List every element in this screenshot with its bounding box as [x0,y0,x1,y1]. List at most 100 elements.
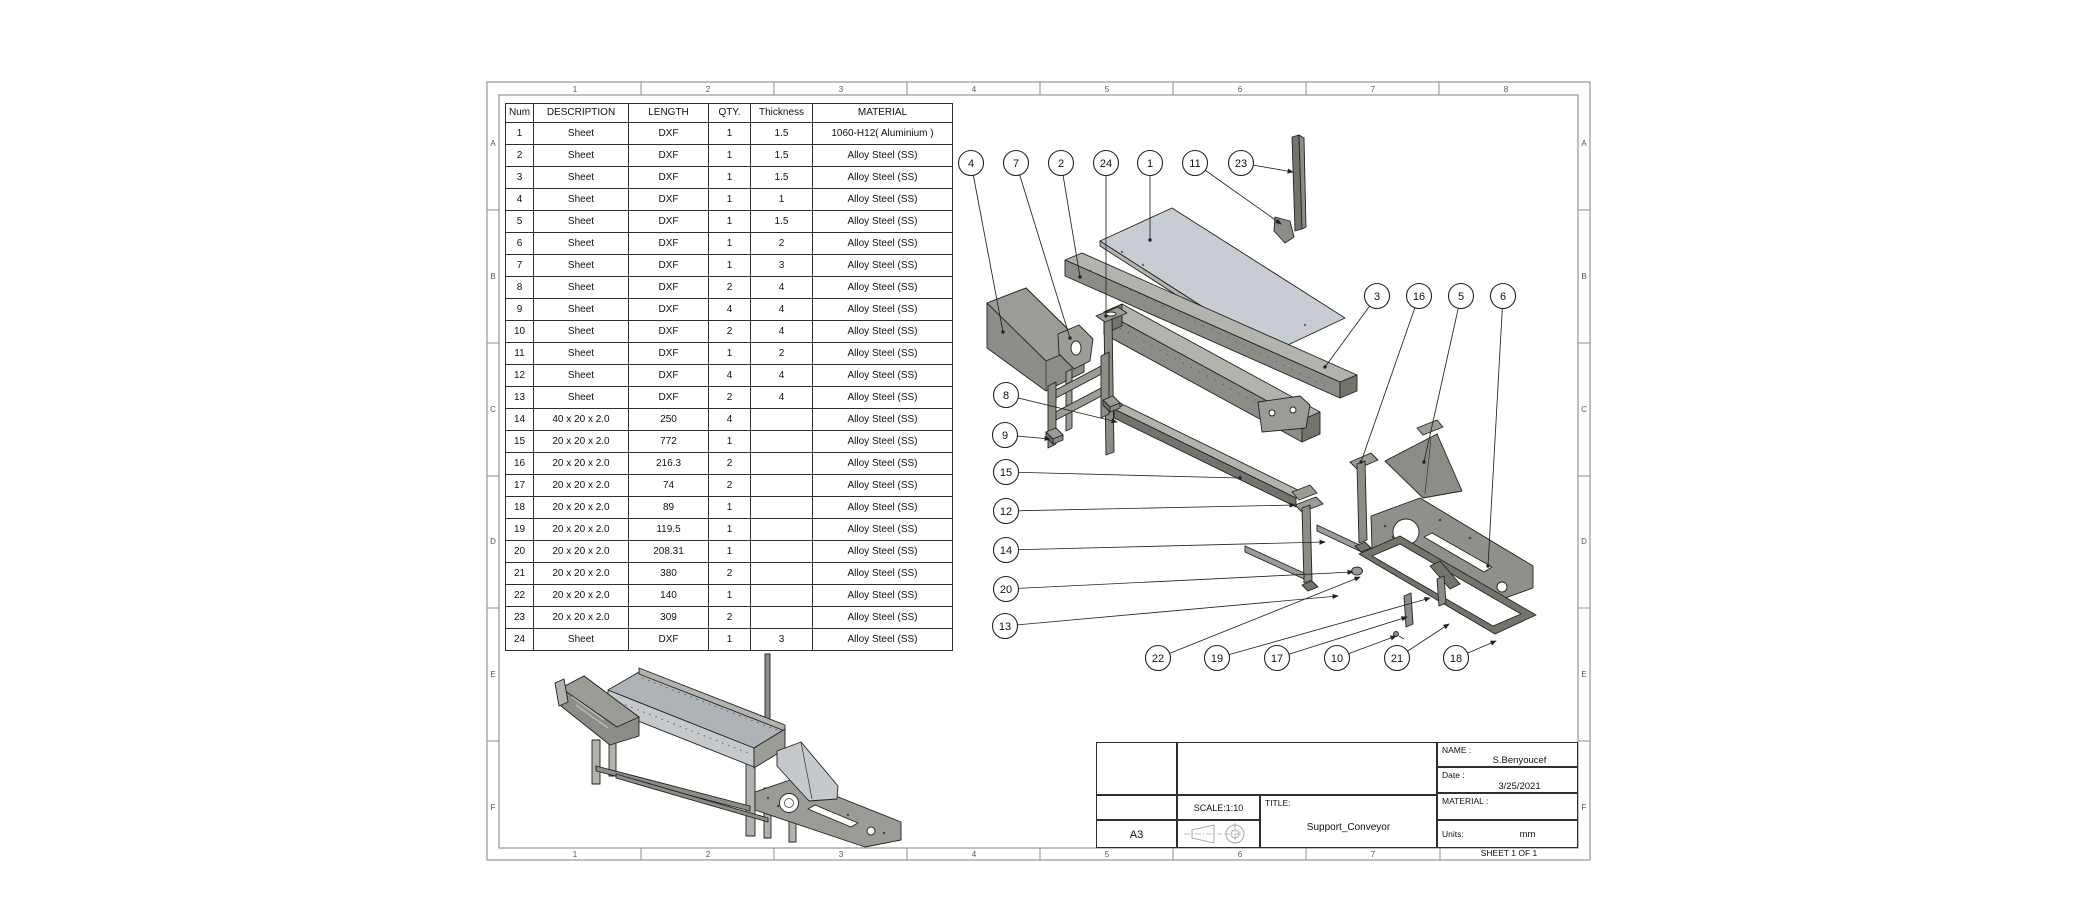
bom-cell-length: DXF [628,144,709,167]
bom-cell-qty: 1 [708,584,751,607]
bom-cell-qty: 1 [708,430,751,453]
svg-text:13: 13 [999,621,1011,633]
bom-row: 4 Sheet DXF 1 1 Alloy Steel (SS) [505,188,953,211]
bom-cell-material: Alloy Steel (SS) [812,144,953,167]
balloon-20: 20 [992,575,1020,603]
balloon-12: 12 [992,497,1020,525]
bom-cell-thickness: 4 [750,298,813,321]
material-label: MATERIAL : [1442,796,1489,806]
svg-text:A: A [1581,139,1587,148]
bom-cell-num: 7 [505,254,534,277]
bom-cell-thickness [750,606,813,629]
bom-cell-material: Alloy Steel (SS) [812,474,953,497]
svg-text:19: 19 [1211,653,1223,665]
bom-cell-thickness [750,540,813,563]
svg-text:16: 16 [1413,291,1425,303]
balloon-16: 16 [1405,282,1433,310]
bom-row: 15 20 x 20 x 2.0 772 1 Alloy Steel (SS) [505,430,953,453]
bom-cell-material: Alloy Steel (SS) [812,342,953,365]
sheet-border: 1 2 3 4 5 6 7 8 1 2 3 4 5 6 7 A B C D E … [486,81,1591,861]
svg-text:17: 17 [1271,653,1283,665]
bom-cell-description: Sheet [533,364,629,387]
assembled-base-plate [754,778,902,848]
bom-cell-description: 20 x 20 x 2.0 [533,562,629,585]
bom-row: 23 20 x 20 x 2.0 309 2 Alloy Steel (SS) [505,606,953,629]
bom-cell-material: Alloy Steel (SS) [812,166,953,189]
cross-rail [615,773,769,823]
part-5-gusset [1384,419,1463,499]
bom-row: 10 Sheet DXF 2 4 Alloy Steel (SS) [505,320,953,343]
balloon-15: 15 [992,458,1020,486]
svg-text:9: 9 [1002,430,1008,442]
svg-text:E: E [1581,670,1586,679]
balloon-17: 17 [1263,644,1291,672]
name-cell: NAME : S.Benyoucef [1437,742,1578,767]
svg-text:7: 7 [1013,158,1019,170]
bom-row: 1 Sheet DXF 1 1.5 1060-H12( Aluminium ) [505,122,953,145]
bom-cell-description: Sheet [533,386,629,409]
pole [764,653,771,727]
svg-text:2: 2 [1058,158,1064,170]
bom-cell-length: DXF [628,232,709,255]
bom-cell-description: 20 x 20 x 2.0 [533,518,629,541]
bom-cell-num: 3 [505,166,534,189]
svg-text:15: 15 [1000,467,1012,479]
svg-text:7: 7 [1371,85,1376,94]
part-2-beam [1103,303,1321,443]
small-block-a [1301,580,1319,592]
title-block: A3 SCALE:1:10 TITLE: Support_Conveyor NA… [1096,742,1578,848]
bom-cell-num: 1 [505,122,534,145]
bom-cell-length: 208.31 [628,540,709,563]
svg-text:F: F [1582,803,1587,812]
part-18-frame [1358,535,1537,635]
bom-cell-description: Sheet [533,320,629,343]
leg [745,761,756,837]
zone-labels: 1 2 3 4 5 6 7 8 1 2 3 4 5 6 7 A B C D E … [490,85,1587,859]
balloon-10: 10 [1323,644,1351,672]
balloon-7: 7 [1002,149,1030,177]
svg-text:4: 4 [972,850,977,859]
balloon-2: 2 [1047,149,1075,177]
bom-row: 21 20 x 20 x 2.0 380 2 Alloy Steel (SS) [505,562,953,585]
bom-cell-thickness: 4 [750,386,813,409]
bom-cell-material: 1060-H12( Aluminium ) [812,122,953,145]
bom-row: 9 Sheet DXF 4 4 Alloy Steel (SS) [505,298,953,321]
svg-text:C: C [490,405,496,414]
zone-ticks [487,82,1590,860]
name-label: NAME : [1442,745,1472,755]
bom-row: 17 20 x 20 x 2.0 74 2 Alloy Steel (SS) [505,474,953,497]
bom-cell-description: 20 x 20 x 2.0 [533,584,629,607]
bom-cell-length: 89 [628,496,709,519]
balloon-23: 23 [1227,149,1255,177]
bom-row: 3 Sheet DXF 1 1.5 Alloy Steel (SS) [505,166,953,189]
bom-header-material: MATERIAL [812,103,953,123]
bom-row: 8 Sheet DXF 2 4 Alloy Steel (SS) [505,276,953,299]
bom-cell-thickness: 3 [750,254,813,277]
bom-cell-qty: 1 [708,122,751,145]
balloon-19: 19 [1203,644,1231,672]
part-17-post [1403,592,1414,628]
svg-text:20: 20 [1000,584,1012,596]
part-15-tube [1104,402,1318,508]
bom-header-description: DESCRIPTION [533,103,629,123]
bom-cell-description: Sheet [533,254,629,277]
bom-cell-qty: 2 [708,386,751,409]
part-10-screw [1393,631,1405,640]
units-value: mm [1519,829,1536,840]
bom-cell-num: 20 [505,540,534,563]
title-cell: TITLE: Support_Conveyor [1260,795,1437,848]
part-16-posts [1244,452,1379,584]
balloon-18: 18 [1442,644,1470,672]
bom-cell-qty: 1 [708,496,751,519]
bom-cell-qty: 1 [708,628,751,651]
bom-row: 22 20 x 20 x 2.0 140 1 Alloy Steel (SS) [505,584,953,607]
svg-text:6: 6 [1500,291,1506,303]
bom-cell-num: 11 [505,342,534,365]
bom-cell-qty: 1 [708,144,751,167]
bom-cell-num: 14 [505,408,534,431]
bom-cell-description: 20 x 20 x 2.0 [533,452,629,475]
bom-cell-qty: 4 [708,298,751,321]
balloons: 4 7 2 24 1 11 23 3 16 5 6 8 9 15 12 14 2… [957,149,1517,672]
bom-row: 6 Sheet DXF 1 2 Alloy Steel (SS) [505,232,953,255]
